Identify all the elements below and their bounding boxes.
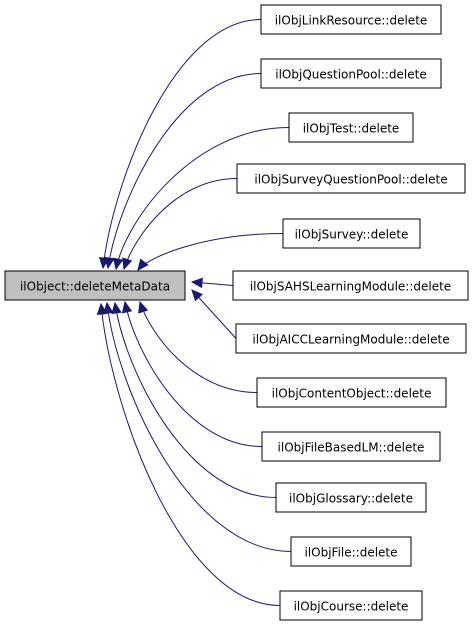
caller-node-box [235,323,467,354]
caller-node-box [232,270,469,301]
caller-node-ilobjsurveyquestionpool-delete[interactable]: ilObjSurveyQuestionPool::delete [236,163,466,194]
arrowhead-ilobjsurvey-delete [137,258,149,271]
caller-node-box [261,431,441,462]
edge-ilobjaicclearningmodule-delete [191,289,237,339]
arrowhead-ilobjcontentobject-delete [138,300,149,314]
caller-node-ilobjlinkresource-delete[interactable]: ilObjLinkResource::delete [260,4,442,35]
arrowhead-ilobjsahslearningmodule-delete [190,277,203,289]
caller-node-box [290,536,412,567]
caller-node-box [260,4,442,35]
caller-node-box [288,112,414,143]
caller-node-label: ilObjFileBasedLM::delete [278,441,425,455]
arrowhead-ilobjglossary-delete [111,301,122,315]
root-node-label: ilObject::deleteMetaData [20,280,170,294]
node-layer: ilObject::deleteMetaData ilObjLinkResour… [4,4,469,621]
caller-node-box [260,58,442,89]
caller-node-ilobjcontentobject-delete[interactable]: ilObjContentObject::delete [256,377,447,408]
caller-node-label: ilObjAICCLearningModule::delete [252,333,449,347]
edge-ilobjcontentobject-delete [139,301,258,393]
caller-node-box [275,482,427,513]
arrowhead-ilobjaicclearningmodule-delete [191,289,203,302]
caller-node-label: ilObjCourse::delete [294,600,409,614]
arrowhead-ilobjquestionpool-delete [104,256,115,270]
caller-node-label: ilObjQuestionPool::delete [275,68,426,82]
caller-node-box [236,163,466,194]
arrowhead-ilobjsurveyquestionpool-delete [122,257,133,271]
caller-node-ilobjfile-delete[interactable]: ilObjFile::delete [290,536,412,567]
caller-node-ilobjquestionpool-delete[interactable]: ilObjQuestionPool::delete [260,58,442,89]
edge-ilobjsurvey-delete [137,233,284,271]
caller-node-label: ilObjLinkResource::delete [275,14,428,28]
caller-node-label: ilObjSurveyQuestionPool::delete [254,173,447,187]
edge-ilobjglossary-delete [114,302,277,498]
caller-node-ilobjsahslearningmodule-delete[interactable]: ilObjSAHSLearningModule::delete [232,270,469,301]
arrowhead-ilobjtest-delete [112,257,124,271]
edge-layer [96,19,292,606]
caller-node-label: ilObjSAHSLearningModule::delete [250,280,451,294]
edge-ilobjsurveyquestionpool-delete [123,178,238,270]
edge-ilobjquestionpool-delete [107,73,262,269]
caller-node-label: ilObjGlossary::delete [289,492,413,506]
caller-node-ilobjtest-delete[interactable]: ilObjTest::delete [288,112,414,143]
caller-node-label: ilObjFile::delete [304,546,397,560]
caller-node-box [279,590,423,621]
edge-ilobjtest-delete [115,127,290,270]
edge-ilobjcourse-delete [100,303,281,606]
caller-node-label: ilObjSurvey::delete [295,228,409,242]
caller-node-box [282,218,421,249]
root-node[interactable]: ilObject::deleteMetaData [4,270,186,301]
edge-ilobjfilebasedlm-delete [124,301,263,447]
caller-node-ilobjaicclearningmodule-delete[interactable]: ilObjAICCLearningModule::delete [235,323,467,354]
caller-node-ilobjglossary-delete[interactable]: ilObjGlossary::delete [275,482,427,513]
edge-ilobjfile-delete [106,302,292,552]
arrowhead-ilobjfile-delete [102,301,114,315]
caller-node-box [256,377,447,408]
arrowhead-ilobjcourse-delete [96,302,108,315]
caller-node-label: ilObjTest::delete [303,122,400,136]
caller-node-ilobjfilebasedlm-delete[interactable]: ilObjFileBasedLM::delete [261,431,441,462]
caller-node-label: ilObjContentObject::delete [272,387,432,401]
caller-node-ilobjcourse-delete[interactable]: ilObjCourse::delete [279,590,423,621]
edge-ilobjlinkresource-delete [102,19,262,269]
arrowhead-ilobjfilebasedlm-delete [121,300,133,314]
root-node-box [4,270,186,301]
caller-node-ilobjsurvey-delete[interactable]: ilObjSurvey::delete [282,218,421,249]
